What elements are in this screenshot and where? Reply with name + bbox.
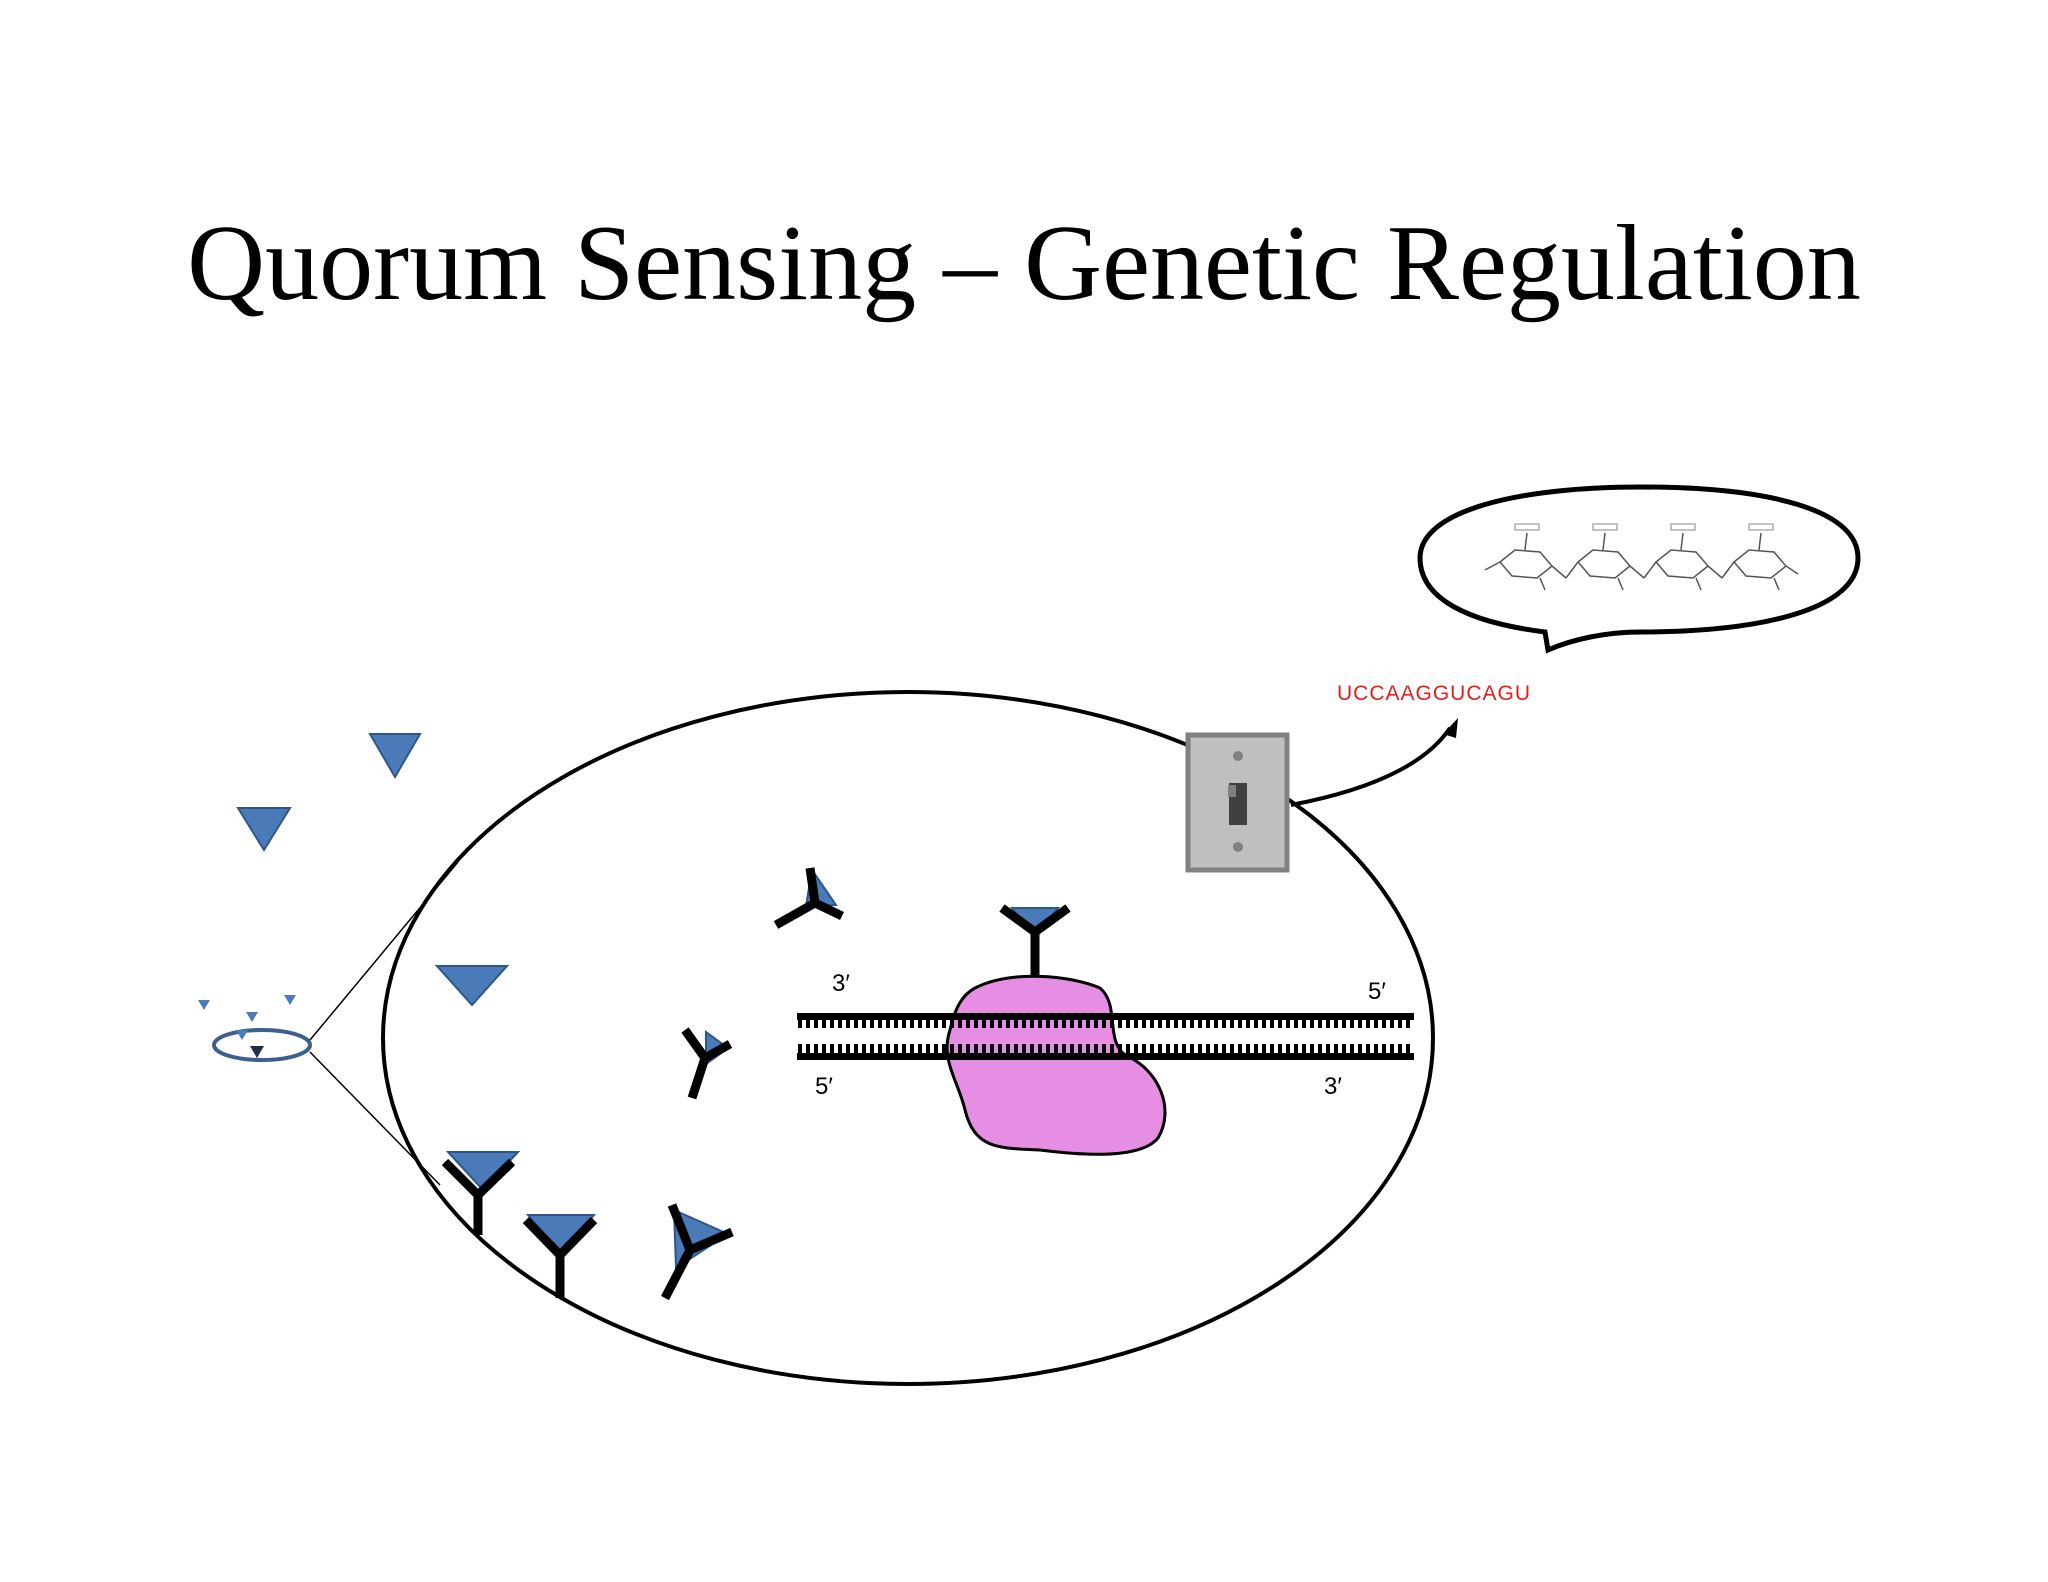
dna-top-left-label: 3′: [832, 970, 850, 997]
slide-title: Quorum Sensing – Genetic Regulation: [187, 204, 1861, 323]
dna-double-strand: [797, 1013, 1414, 1060]
autoinducer-icon: [368, 733, 422, 779]
activator-receptor: [999, 904, 1071, 975]
small-autoinducer-icon: [198, 1000, 210, 1010]
small-receptor-icon: [250, 1046, 264, 1058]
autoinducer-icon: [434, 965, 510, 1007]
arrow-head-icon: [1443, 718, 1458, 738]
small-autoinducer-icon: [246, 1012, 258, 1022]
transcription-factor-protein: [945, 974, 1167, 1156]
membrane-receptor: [661, 1203, 734, 1301]
autoinducer-icon: [236, 807, 292, 852]
large-cell-outline: [381, 690, 1435, 1386]
transcription-arrow: [1290, 726, 1452, 807]
rna-sequence: UCCAAGGUCAGU: [1337, 682, 1532, 705]
speech-bubble: [1417, 484, 1861, 654]
receptor-with-autoinducer: [773, 867, 844, 929]
receptor-with-autoinducer: [681, 1027, 733, 1100]
dna-bottom-right-label: 3′: [1324, 1073, 1342, 1100]
membrane-receptor: [441, 1151, 521, 1235]
dna-top-right-label: 5′: [1368, 978, 1386, 1005]
light-switch-icon: [1185, 732, 1290, 873]
small-cell: [198, 995, 312, 1062]
polysaccharide-structure-icon: [1484, 523, 1799, 591]
dna-bottom-left-label: 5′: [815, 1073, 833, 1100]
membrane-receptor: [522, 1214, 598, 1298]
small-autoinducer-icon: [236, 1030, 248, 1040]
small-autoinducer-icon: [284, 995, 296, 1005]
